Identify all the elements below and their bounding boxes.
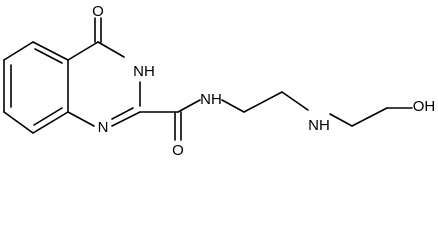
bond: [243, 91, 283, 113]
bond: [32, 41, 69, 61]
side-chain: [221, 91, 413, 127]
bond: [221, 99, 245, 113]
bond: [177, 99, 201, 113]
carbonyl-oxygen-label: O: [92, 3, 104, 20]
bond: [3, 111, 34, 134]
bond: [67, 111, 95, 127]
bond: [111, 111, 141, 127]
bond: [3, 41, 34, 61]
amide-nh-label: NH: [200, 91, 222, 108]
double-bond-inner: [33, 107, 63, 126]
bond: [281, 91, 309, 111]
bond: [32, 111, 69, 134]
bond: [97, 41, 125, 58]
chain-nh-label: NH: [308, 117, 330, 134]
ring-n-label: N: [98, 119, 109, 136]
hydroxyl-label: OH: [413, 98, 436, 115]
structure-drawing: O NH N O NH NH OH: [3, 3, 436, 159]
ring-nh-label: NH: [133, 63, 155, 80]
double-bond-inner: [111, 107, 134, 120]
amide-oxygen-label: O: [172, 142, 184, 159]
bond: [329, 113, 353, 127]
pyrimidinone-ring: [67, 17, 141, 127]
bond: [351, 107, 388, 127]
carboxamide: [139, 99, 201, 141]
molecule-svg: O NH N O NH NH OH: [3, 3, 436, 159]
bond: [67, 41, 99, 61]
benzene-ring: [3, 41, 69, 134]
double-bond-inner: [34, 48, 63, 64]
